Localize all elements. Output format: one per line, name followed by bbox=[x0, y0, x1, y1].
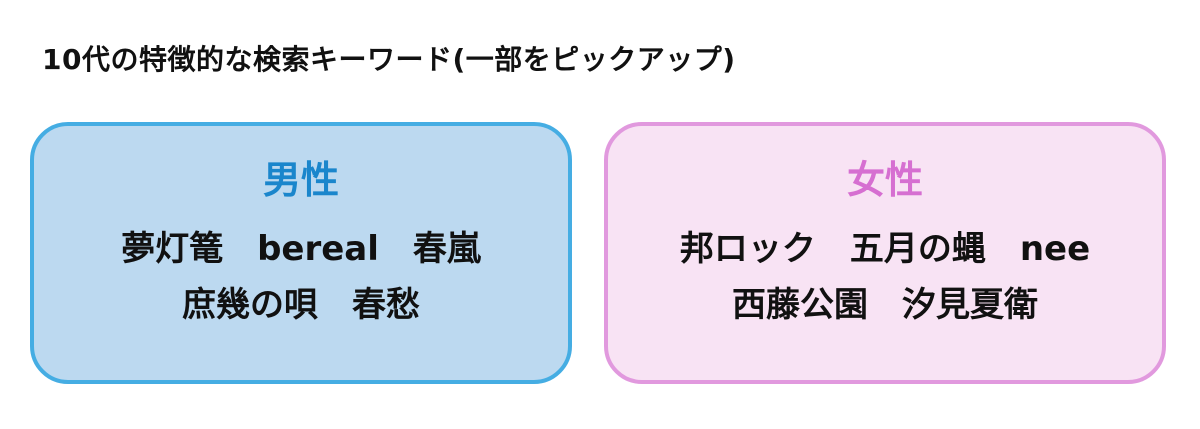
male-keywords-line-1: 夢灯篭 bereal 春嵐 bbox=[121, 229, 481, 269]
male-keywords-line-2: 庶幾の唄 春愁 bbox=[182, 285, 420, 325]
female-keywords-card: 女性 邦ロック 五月の蝿 nee 西藤公園 汐見夏衛 bbox=[604, 122, 1166, 384]
female-heading: 女性 bbox=[846, 158, 923, 202]
female-keywords-line-2: 西藤公園 汐見夏衛 bbox=[732, 285, 1038, 325]
page-title: 10代の特徴的な検索キーワード(一部をピックアップ) bbox=[42, 43, 736, 76]
male-keywords-card: 男性 夢灯篭 bereal 春嵐 庶幾の唄 春愁 bbox=[30, 122, 572, 384]
female-keywords-line-1: 邦ロック 五月の蝿 nee bbox=[679, 229, 1091, 269]
male-heading: 男性 bbox=[262, 158, 339, 202]
